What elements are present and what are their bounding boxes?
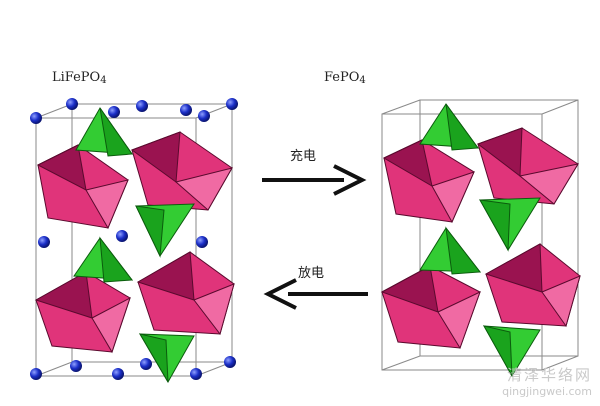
- charge-label: 充电: [290, 149, 317, 164]
- watermark-text: 清泽华络网: [506, 366, 592, 384]
- tetrahedron-left-2: [135, 203, 195, 258]
- watermark: 清泽华络网 qingjingwei.com: [502, 364, 592, 398]
- lifepo4-label-sub: 4: [100, 75, 107, 86]
- tetrahedron-right-4: [483, 325, 541, 377]
- fepo4-unit-cell: [380, 99, 581, 377]
- tetrahedron-right-1: [419, 103, 480, 151]
- lithium-atoms: [30, 98, 238, 380]
- discharge-arrow: [263, 278, 368, 310]
- octahedron-right-4: [484, 243, 581, 328]
- fepo4-label-main: FePO: [324, 70, 360, 85]
- cell-edges-right: [381, 99, 579, 371]
- octahedron-right-1: [382, 139, 475, 224]
- fepo4-label: FePO4: [324, 70, 366, 86]
- octahedron-right-2: [476, 127, 580, 205]
- tetrahedron-left-4: [138, 333, 195, 384]
- fepo4-label-sub: 4: [359, 75, 366, 86]
- octahedron-left-1: [36, 144, 129, 230]
- discharge-label: 放电: [298, 266, 325, 281]
- octahedron-left-3: [34, 271, 131, 354]
- watermark-url: qingjingwei.com: [502, 385, 592, 398]
- tetrahedron-right-2: [479, 197, 541, 252]
- octahedron-left-2: [130, 131, 234, 211]
- octahedron-right-3: [380, 265, 481, 350]
- lifepo4-unit-cell: [30, 98, 238, 384]
- charge-arrow: [262, 164, 367, 196]
- tetrahedron-left-1: [75, 107, 134, 157]
- octahedron-left-4: [136, 251, 235, 336]
- lifepo4-label-main: LiFePO: [52, 70, 101, 85]
- lifepo4-label: LiFePO4: [52, 70, 107, 86]
- tetrahedron-right-3: [419, 226, 482, 275]
- tetrahedron-left-3: [73, 236, 134, 283]
